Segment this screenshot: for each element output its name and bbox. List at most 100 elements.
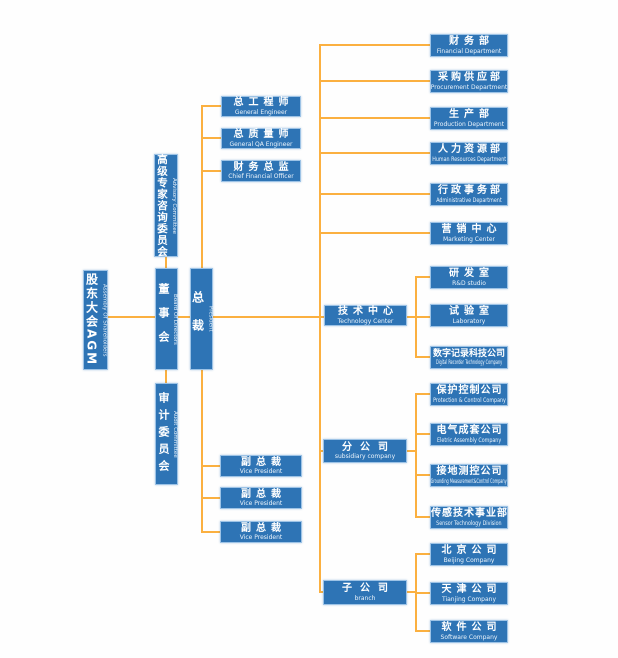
- node-title-zh: 北京公司: [441, 545, 502, 556]
- node-title-zh: 总工程师: [233, 97, 294, 108]
- connector: [415, 474, 430, 476]
- node-subtitle-en: Laboratory: [452, 317, 486, 325]
- connector: [319, 44, 430, 46]
- node-title-zh: 行政事务部: [438, 185, 503, 196]
- node-subsidiary-company: 分公司 subsidiary company: [323, 439, 407, 463]
- node-title-zh: 接地测控公司: [436, 466, 503, 477]
- connector: [319, 193, 430, 195]
- node-title-zh: 电气成套公司: [436, 425, 503, 436]
- node-board-of-directors: 董事会 Board Of Directors: [155, 268, 178, 370]
- node-subtitle-en: General QA Engineer: [229, 140, 293, 148]
- node-subtitle-en: Procurement Department: [430, 83, 508, 91]
- connector: [319, 117, 430, 119]
- connector: [108, 316, 155, 318]
- connector: [201, 465, 220, 467]
- node-subtitle-en: Vice President: [239, 468, 283, 475]
- connector: [201, 105, 203, 268]
- node-vice-president-2: 副总裁 Vice President: [220, 487, 302, 509]
- node-technology-center: 技术中心 Technology Center: [324, 305, 407, 326]
- node-title-zh: 技术中心: [338, 306, 398, 317]
- node-title-zh: 副总裁: [241, 456, 286, 468]
- node-subtitle-en: Grounding Measurement&Control Company: [430, 477, 508, 485]
- node-title-zh: 营销中心: [441, 224, 502, 235]
- connector: [319, 44, 321, 592]
- node-title-zh: 分公司: [342, 441, 396, 453]
- node-subtitle-en: Production Department: [433, 120, 505, 128]
- node-title-zh: 保护控制公司: [436, 385, 503, 396]
- node-laboratory: 试验室 Laboratory: [430, 304, 508, 327]
- connector: [415, 553, 430, 555]
- node-chief-financial-officer: 财务总监 Chief Financial Officer: [221, 160, 301, 182]
- node-subtitle-en: Vice President: [239, 534, 283, 541]
- node-subtitle-en: Protection & Control Company: [432, 396, 506, 404]
- connector: [319, 591, 325, 593]
- node-procurement-department: 采购供应部 Procurement Department: [430, 70, 508, 93]
- node-title-zh: 副总裁: [241, 522, 286, 534]
- node-title-zh: 传感技术事业部: [431, 508, 508, 519]
- node-tianjin-company: 天津公司 Tianjing Company: [430, 582, 508, 605]
- connector: [415, 393, 430, 395]
- node-subtitle-en: Beijing Company: [443, 556, 495, 564]
- node-subtitle-en: Board Of Directors: [172, 293, 178, 345]
- connector: [319, 80, 430, 82]
- node-rd-studio: 研发室 R&D studio: [430, 266, 508, 289]
- node-title-zh: 天津公司: [441, 584, 502, 595]
- connector: [407, 591, 417, 593]
- node-president: 总裁 President: [190, 268, 214, 370]
- connector: [213, 316, 324, 318]
- connector: [415, 356, 430, 358]
- node-subtitle-en: Sensor Technology Division: [436, 519, 502, 527]
- connector: [165, 370, 167, 383]
- node-general-qa-engineer: 总质量师 General QA Engineer: [221, 128, 301, 149]
- node-audit-committee: 审计委员会 Audit Committee: [155, 383, 178, 485]
- node-subtitle-en: Assembly Of Shareholders: [101, 283, 108, 357]
- node-title-zh: 财务总监: [233, 161, 294, 173]
- connector: [319, 152, 430, 154]
- node-subtitle-en: branch: [354, 594, 376, 602]
- node-subtitle-en: Advisory Committee: [171, 177, 177, 234]
- connector: [165, 257, 167, 268]
- connector: [201, 531, 220, 533]
- node-title-zh: 研发室: [449, 268, 494, 279]
- node-subtitle-en: Tianjing Company: [441, 595, 497, 603]
- node-title-zh: 总裁: [190, 291, 205, 347]
- node-production-department: 生产部 Production Department: [430, 107, 508, 130]
- node-subtitle-en: Chief Financial Officer: [228, 173, 294, 180]
- node-title-zh: 副总裁: [241, 488, 286, 500]
- node-grounding-measurement-control-company: 接地测控公司 Grounding Measurement&Control Com…: [430, 464, 508, 487]
- node-subtitle-en: Marketing Center: [442, 235, 495, 243]
- node-subtitle-en: Audit Committee: [172, 410, 178, 458]
- node-vice-president-1: 副总裁 Vice President: [220, 455, 302, 477]
- node-title-zh: 股东大会AGM: [84, 273, 99, 367]
- node-title-zh: 采购供应部: [438, 72, 503, 83]
- node-human-resources-department: 人力资源部 Human Resources Department: [430, 142, 508, 165]
- connector: [415, 393, 417, 518]
- connector: [407, 450, 417, 452]
- node-title-zh: 人力资源部: [438, 144, 503, 155]
- node-general-engineer: 总工程师 General Engineer: [221, 96, 301, 117]
- node-subtitle-en: Technology Center: [337, 317, 394, 325]
- connector: [201, 497, 220, 499]
- node-title-zh: 审计委员会: [157, 391, 170, 477]
- node-subtitle-en: President: [207, 306, 214, 332]
- node-title-zh: 子公司: [342, 583, 396, 594]
- node-vice-president-3: 副总裁 Vice President: [220, 521, 302, 543]
- node-subtitle-en: subsidiary company: [334, 453, 396, 460]
- node-subtitle-en: R&D studio: [452, 279, 486, 287]
- node-title-zh: 生产部: [449, 109, 494, 120]
- node-sensor-technology-division: 传感技术事业部 Sensor Technology Division: [430, 506, 508, 529]
- node-financial-department: 财务部 Financial Department: [430, 34, 508, 57]
- connector: [319, 232, 430, 234]
- node-title-zh: 数字记录科技公司: [432, 348, 505, 359]
- node-title-zh: 试验室: [449, 306, 494, 317]
- connector: [415, 592, 430, 594]
- node-subtitle-en: Vice President: [239, 500, 283, 507]
- connector: [415, 276, 430, 278]
- node-title-zh: 财务部: [449, 36, 494, 47]
- node-branch-company: 子公司 branch: [323, 580, 407, 605]
- connector: [415, 433, 430, 435]
- connector: [201, 370, 203, 533]
- node-beijing-company: 北京公司 Beijing Company: [430, 543, 508, 566]
- connector: [407, 316, 430, 318]
- connector: [415, 516, 430, 518]
